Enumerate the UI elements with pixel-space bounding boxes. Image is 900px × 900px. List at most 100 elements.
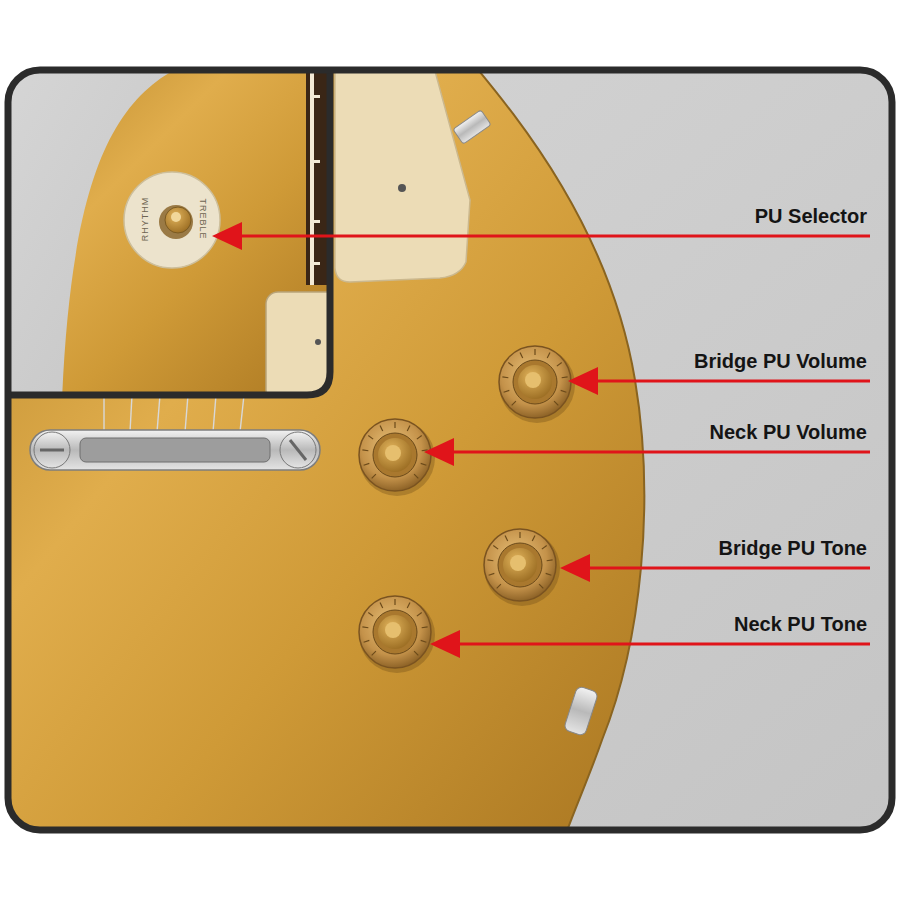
strings-part [130,395,132,432]
knob-part [554,401,558,405]
knob-part [421,640,427,642]
knob-part [422,626,428,628]
screw [315,339,321,345]
knob-part [364,463,370,465]
callout-label: Bridge PU Tone [718,536,867,560]
knob-part [487,559,493,561]
leader-arrows-part [430,630,460,658]
pickguard-bracket [453,110,491,144]
knob-part [364,640,370,642]
bridge-part [280,432,316,468]
inset-background [8,70,195,400]
selector-switch-part [171,212,181,222]
knob-part [417,436,422,440]
screw [398,184,406,192]
knob-part [525,372,541,388]
strings-part [157,395,160,432]
callout-label: Neck PU Tone [734,612,867,636]
knob-part [394,599,395,605]
knob [484,529,560,606]
knob-part [385,445,401,461]
knob-part [562,376,568,378]
knob-part [414,651,418,655]
knob-part [380,426,383,431]
switch-marking: RHYTHM [140,197,150,242]
pickguard [335,70,470,282]
knob-part [417,613,422,617]
leader-arrows [212,222,870,658]
knob-part [499,346,571,418]
knob-part [372,474,376,478]
leader-arrows-part [240,235,870,238]
selector-switch-part [159,205,193,239]
knob-part [373,610,417,654]
bridge-part [80,438,270,462]
knob-part [359,597,435,673]
output-jack [563,686,598,737]
knob-part [373,433,417,477]
knob-part [542,546,547,550]
knob [499,346,575,423]
bridge-part [30,430,320,470]
knob [359,596,435,673]
knob-part [505,536,508,541]
knob-part [546,573,552,575]
knob-part [414,474,418,478]
knob-part [513,360,557,404]
pickguard-bracket-part [453,110,491,144]
selector-switch-part [124,172,220,268]
callout-label: Neck PU Volume [710,420,867,444]
knob [359,419,435,496]
guitar-body [8,70,644,830]
strings-part [185,395,188,432]
knob-part [407,603,410,608]
knob-part [520,353,523,358]
strings-part [103,395,104,432]
strings [104,395,244,432]
knob-part [394,422,395,428]
knob-part [362,449,368,451]
knob-part [518,365,552,399]
bridge [30,430,320,470]
knob-part [504,390,510,392]
bridge-part [40,449,64,452]
strings-part [213,395,216,432]
knob-part [493,546,498,550]
callout-label: PU Selector [755,204,867,228]
knob-part [368,436,373,440]
side-dots-part [310,220,320,223]
knob-part [512,401,516,405]
knob-part [378,615,412,649]
knob-part [407,426,410,431]
main-view [8,70,892,830]
knob-part [421,463,427,465]
knob-part [484,530,560,606]
knob-part [359,419,431,491]
knob-part [547,353,550,358]
bridge-part [290,440,306,460]
strings-part [240,395,244,432]
binding [310,70,314,285]
leader-arrows-part [212,222,242,250]
leader-arrows-part [594,380,870,383]
knob-part [557,363,562,367]
pickup-ring [266,292,346,402]
background [8,70,892,830]
side-dots-part [310,262,320,265]
knob-part [502,376,508,378]
knob-part [359,596,431,668]
knob-part [510,555,526,571]
knob-part [519,532,520,538]
knob-part [534,349,535,355]
knob-part [385,622,401,638]
knob-part [380,603,383,608]
output-jack-part [563,686,598,737]
side-dots-part [310,95,320,98]
switch-marking: TREBLE [198,198,208,239]
knob-part [503,548,537,582]
knob-part [378,438,412,472]
knob-part [498,543,542,587]
callout-label: Bridge PU Volume [694,349,867,373]
